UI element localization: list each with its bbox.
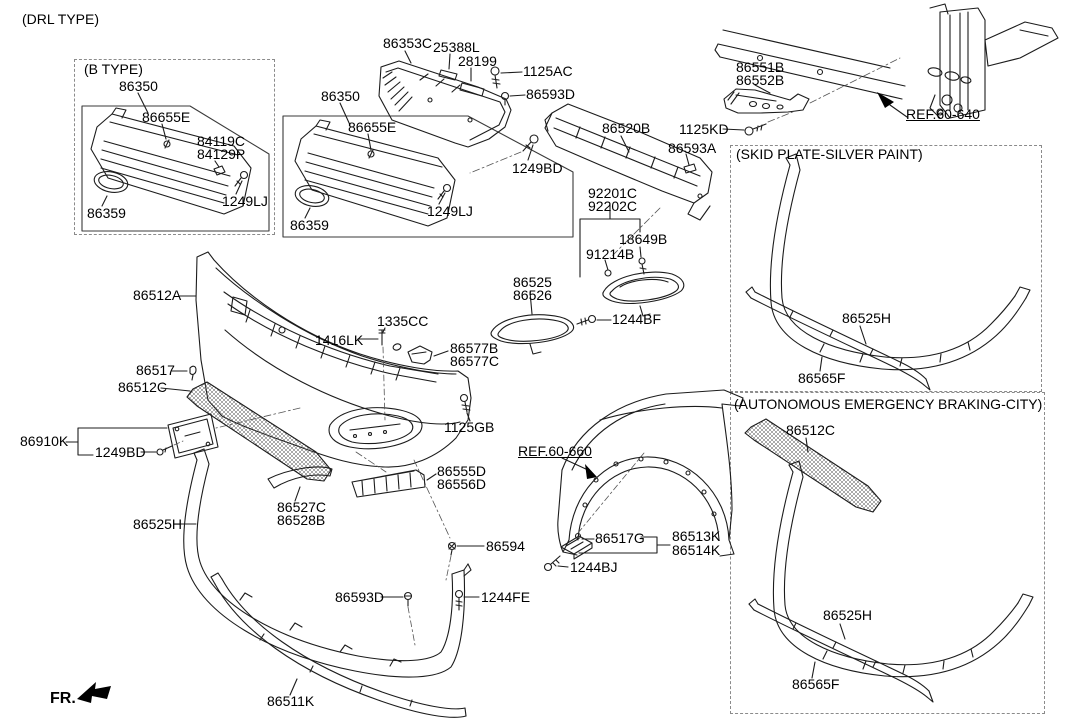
part-label-86555d: 86555D xyxy=(437,463,487,479)
aeb-box-title: (AUTONOMOUS EMERGENCY BRAKING-CITY) xyxy=(734,396,1043,412)
part-label-86556d: 86556D xyxy=(437,476,487,492)
part-label-86525: 86525 xyxy=(513,274,552,290)
part-label-92202c: 92202C xyxy=(588,198,638,214)
part-label-84119c: 84119C xyxy=(197,133,246,149)
skid-plate-option-box xyxy=(730,145,1042,392)
part-label-1125gb: 1125GB xyxy=(444,419,495,435)
part-label-86359-btype: 86359 xyxy=(87,205,126,221)
b-type-option-box xyxy=(74,59,275,235)
part-label-1335cc: 1335CC xyxy=(377,313,429,329)
ref-link-60-640[interactable]: REF.60-640 xyxy=(906,106,980,122)
part-label-28199: 28199 xyxy=(458,53,497,69)
b-type-grille-art xyxy=(81,92,270,232)
lower-mesh-art xyxy=(160,381,332,482)
ref-link-60-660[interactable]: REF.60-660 xyxy=(518,443,592,459)
aeb-option-box xyxy=(730,392,1045,714)
part-label-18649b: 18649B xyxy=(619,231,668,247)
part-label-1249lj-btype: 1249LJ xyxy=(222,193,268,209)
part-label-86525h-skid: 86525H xyxy=(842,310,892,326)
part-label-1416lk: 1416LK xyxy=(315,332,364,348)
part-label-86513k: 86513K xyxy=(672,528,721,544)
part-label-1244bj: 1244BJ xyxy=(570,559,618,575)
part-label-86655e: 86655E xyxy=(348,119,397,135)
diagram-title: (DRL TYPE) xyxy=(22,11,100,27)
part-label-86551b: 86551B xyxy=(736,59,785,75)
part-label-86594: 86594 xyxy=(486,538,525,554)
part-label-91214b: 91214B xyxy=(586,246,635,262)
aeb-art xyxy=(744,418,1034,703)
part-label-86577c: 86577C xyxy=(450,353,500,369)
part-label-1244bf: 1244BF xyxy=(612,311,662,327)
part-label-86655e-btype: 86655E xyxy=(142,109,191,125)
fr-direction-arrow xyxy=(77,682,111,703)
b-type-box-title: (B TYPE) xyxy=(84,61,143,77)
drl-lamp-upper-art xyxy=(579,204,685,317)
part-label-86514k: 86514K xyxy=(672,542,721,558)
lower-molding-art xyxy=(180,448,480,718)
part-label-86593d: 86593D xyxy=(335,589,385,605)
part-label-86525h-aeb: 86525H xyxy=(823,607,873,623)
part-label-86353c: 86353C xyxy=(383,35,433,51)
part-label-86527c: 86527C xyxy=(277,499,327,515)
part-label-25388l: 25388L xyxy=(433,39,480,55)
part-label-86517g: 86517G xyxy=(595,530,645,546)
fender-art xyxy=(543,389,744,572)
part-label-86511k: 86511K xyxy=(267,693,315,709)
skid-box-title: (SKID PLATE-SILVER PAINT) xyxy=(736,146,923,162)
fr-marker-label: FR. xyxy=(50,690,76,707)
skid-plate-art xyxy=(745,153,1031,391)
part-label-1125ac: 1125AC xyxy=(523,63,573,79)
part-label-86512c: 86512C xyxy=(118,379,168,395)
bumper-cover-art xyxy=(171,251,472,539)
part-label-1244fe: 1244FE xyxy=(481,589,531,605)
part-label-84129p: 84129P xyxy=(197,146,246,162)
grille-cover-art xyxy=(378,50,539,174)
part-label-1125kd: 1125KD xyxy=(679,121,729,137)
radiator-support-art xyxy=(683,3,1059,174)
part-label-1249lj: 1249LJ xyxy=(427,203,473,219)
part-label-86526: 86526 xyxy=(513,287,552,303)
part-label-86910k: 86910K xyxy=(20,433,69,449)
trim-pieces-art xyxy=(267,466,485,581)
part-label-1249bd-top: 1249BD xyxy=(512,160,563,176)
absorber-art xyxy=(544,103,713,259)
part-label-1249bd-lower: 1249BD xyxy=(95,444,146,460)
part-label-86593a: 86593A xyxy=(668,140,717,156)
main-grille-art xyxy=(282,102,574,238)
drl-lamp-lower-art xyxy=(490,291,612,355)
part-label-86577b: 86577B xyxy=(450,340,499,356)
part-label-86359: 86359 xyxy=(290,217,329,233)
license-bracket-art xyxy=(65,413,219,459)
part-label-86517: 86517 xyxy=(136,362,175,378)
part-label-86520b: 86520B xyxy=(602,120,651,136)
part-label-86528b: 86528B xyxy=(277,512,326,528)
part-label-86565f-skid: 86565F xyxy=(798,370,846,386)
part-label-86350: 86350 xyxy=(321,88,360,104)
part-label-86512a: 86512A xyxy=(133,287,182,303)
part-label-86350-btype: 86350 xyxy=(119,78,158,94)
part-label-92201c: 92201C xyxy=(588,185,638,201)
part-label-86525h: 86525H xyxy=(133,516,183,532)
part-label-86552b: 86552B xyxy=(736,72,785,88)
part-label-86593d-top: 86593D xyxy=(526,86,576,102)
small-fasteners-center-art xyxy=(357,327,471,422)
part-label-86565f-aeb: 86565F xyxy=(792,676,840,692)
part-label-86512c-aeb: 86512C xyxy=(786,422,836,438)
